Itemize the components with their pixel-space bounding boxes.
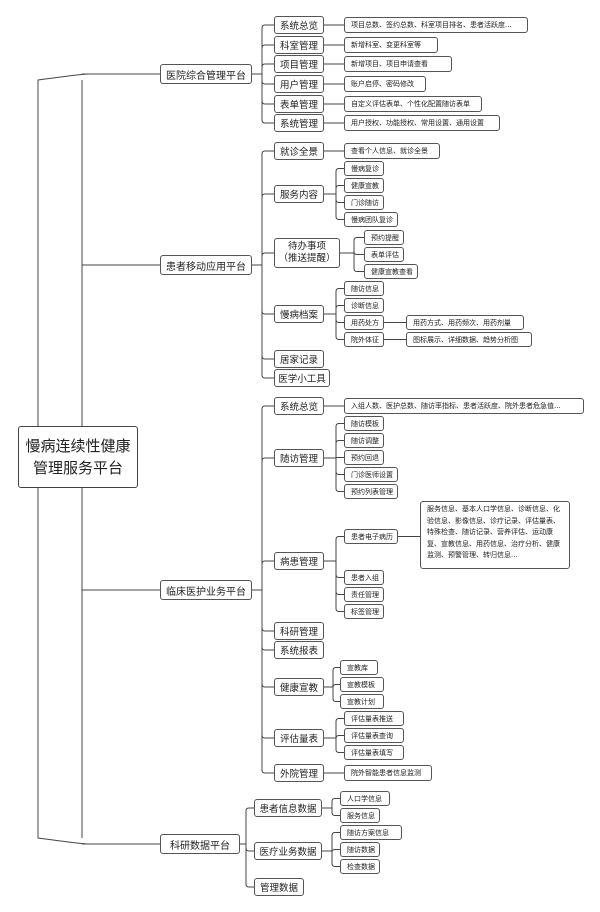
item-followup-plan: 随访方案信息	[340, 825, 402, 840]
item-scale-fill: 评估量表填写	[344, 745, 404, 760]
item-doctor-settings: 门诊医师设置	[344, 467, 398, 482]
emr-detail-notes: 服务信息、基本人口学信息、诊断信息、化验信息、影像信息、诊疗记录、评估量表、特殊…	[420, 501, 570, 569]
root-node: 慢病连续性健康管理服务平台	[18, 426, 138, 488]
item-emr: 患者电子病历	[344, 529, 398, 544]
branch-clinical-platform: 临床医护业务平台	[160, 580, 252, 600]
item-team-revisit: 慢病团队复诊	[344, 212, 398, 227]
item-appointment-list: 预约列表管理	[344, 484, 398, 499]
item-prescription: 用药处方	[344, 315, 384, 330]
node-external-hospital: 外院管理	[274, 764, 324, 782]
detail-project-management: 新增项目、项目申请查看	[344, 56, 452, 72]
node-patient-data: 患者信息数据	[254, 799, 322, 817]
item-scale-push: 评估量表推送	[344, 711, 404, 726]
item-followup-adjust: 随访调整	[344, 433, 384, 448]
item-health-education: 健康宣教	[344, 178, 384, 193]
item-form-evaluation: 表单评估	[364, 247, 404, 262]
node-form-management: 表单管理	[274, 95, 324, 113]
node-system-overview: 系统总览	[274, 16, 324, 34]
item-responsibility: 责任管理	[344, 587, 384, 602]
detail-system-overview: 项目总数、签约总数、科室项目排名、患者活跃度...	[344, 17, 528, 33]
branch-patient-app: 患者移动应用平台	[160, 255, 252, 275]
item-scale-query: 评估量表查询	[344, 728, 404, 743]
detail-dept-management: 新增科室、变更科室等	[344, 37, 438, 53]
node-todo-items: 待办事项（推送提醒）	[274, 238, 340, 268]
branch-research-platform: 科研数据平台	[160, 834, 240, 854]
item-followup-data: 随访数据	[340, 842, 380, 857]
node-sys-management: 系统管理	[274, 114, 324, 132]
item-followup-template: 随访模板	[344, 416, 384, 431]
item-service-info: 服务信息	[340, 808, 380, 823]
item-outpatient-followup: 门诊随访	[344, 195, 384, 210]
node-chronic-archive: 慢病档案	[274, 305, 324, 323]
node-followup-management: 随访管理	[274, 449, 324, 467]
detail-user-management: 账户启停、密码修改	[344, 76, 426, 92]
item-diagnosis-info: 诊断信息	[344, 298, 384, 313]
node-management-data: 管理数据	[254, 878, 304, 896]
node-patient-management: 病患管理	[274, 552, 324, 570]
item-demographics: 人口学信息	[340, 791, 390, 806]
branch-hospital-platform: 医院综合管理平台	[160, 64, 252, 84]
node-dept-management: 科室管理	[274, 36, 324, 54]
detail-vital-signs: 图标展示、详细数据、趋势分析图	[406, 332, 532, 347]
node-research-management: 科研管理	[274, 622, 324, 640]
item-education-template: 宣教模板	[340, 677, 384, 692]
detail-visit-panorama: 查看个人信息、就诊全景	[344, 143, 440, 159]
node-clinical-overview: 系统总览	[274, 397, 324, 415]
item-education-library: 宣教库	[340, 660, 378, 675]
detail-prescription: 用药方式、用药频次、用药剂量	[406, 315, 524, 330]
item-education-plan: 宣教计划	[340, 694, 384, 709]
item-chronic-revisit: 慢病复诊	[344, 161, 384, 176]
node-home-record: 居家记录	[274, 350, 324, 368]
node-medical-data: 医疗业务数据	[254, 842, 322, 860]
detail-clinical-overview: 入组人数、医护总数、随访率指标、患者活跃度、院外患者危急值...	[344, 398, 584, 414]
detail-form-management: 自定义评估表单、个性化配置随访表单	[344, 96, 482, 112]
node-health-education: 健康宣教	[274, 678, 324, 696]
node-user-management: 用户管理	[274, 75, 324, 93]
node-evaluation-scales: 评估量表	[274, 729, 324, 747]
item-patient-enroll: 患者入组	[344, 570, 384, 585]
node-system-reports: 系统报表	[274, 641, 324, 659]
node-project-management: 项目管理	[274, 55, 324, 73]
node-service-content: 服务内容	[274, 185, 324, 203]
item-followup-info: 随访信息	[344, 281, 384, 296]
item-exam-data: 检查数据	[340, 859, 380, 874]
item-tag-management: 标签管理	[344, 604, 384, 619]
item-appointment-reminder: 预约提醒	[364, 230, 404, 245]
item-vital-signs: 院外体征	[344, 332, 384, 347]
detail-external-hospital: 院外智能患者信息监测	[344, 765, 432, 781]
item-education-view: 健康宣教查看	[364, 264, 418, 279]
node-visit-panorama: 就诊全景	[274, 142, 324, 160]
item-appointment-return: 预约回退	[344, 450, 384, 465]
detail-sys-management: 用户授权、功能授权、常用设置、通用设置	[344, 115, 500, 131]
node-medical-tools: 医学小工具	[274, 369, 330, 387]
